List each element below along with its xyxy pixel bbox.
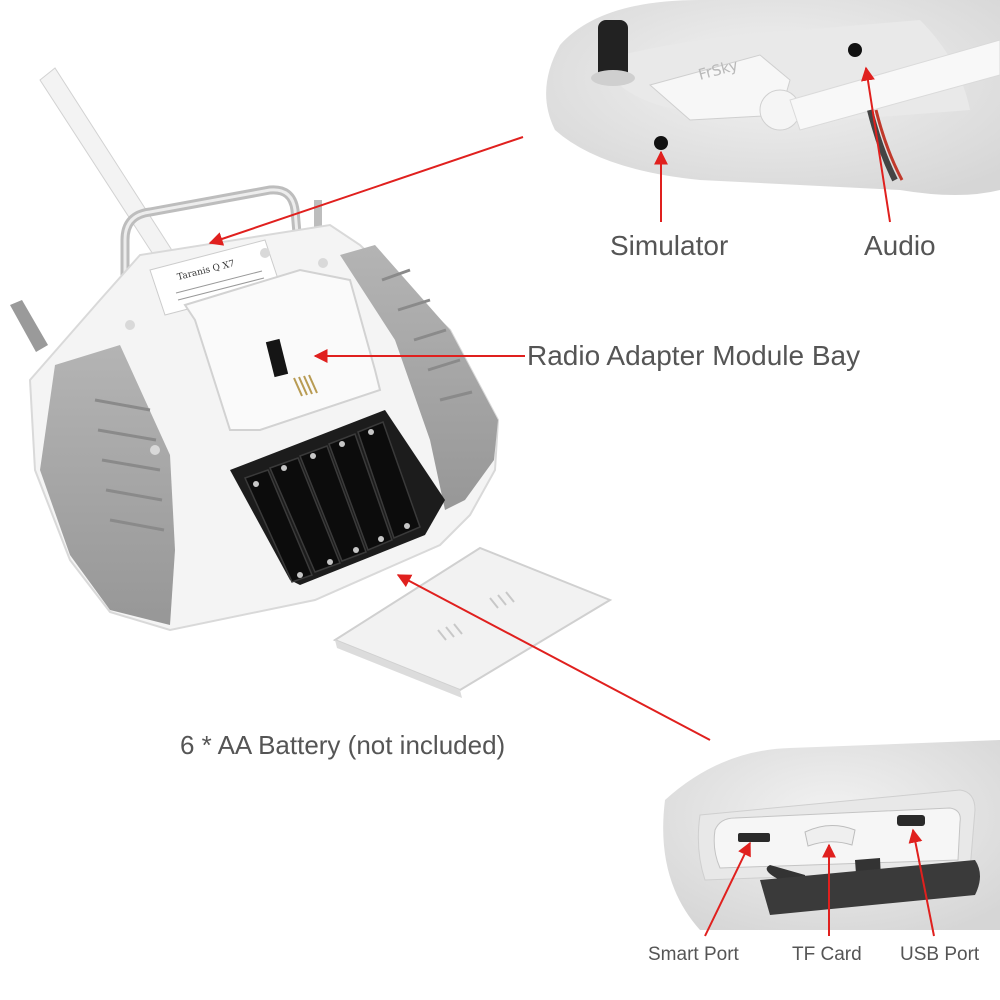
label-smart-port: Smart Port — [648, 944, 739, 965]
inset-top-closeup: FrSky — [546, 0, 1000, 195]
transmitter-body: Taranis Q X7 — [10, 67, 500, 632]
label-module-bay: Radio Adapter Module Bay — [527, 340, 861, 371]
label-audio: Audio — [864, 230, 936, 261]
arrow-sticker — [208, 136, 524, 246]
label-usb-port: USB Port — [900, 944, 980, 965]
inset-bottom-closeup — [663, 740, 1000, 930]
arrow-usb-port — [908, 828, 935, 937]
arrow-battery — [396, 574, 711, 741]
arrow-audio — [861, 66, 891, 223]
label-simulator: Simulator — [610, 230, 729, 261]
label-tf-card: TF Card — [792, 944, 862, 965]
label-battery: 6 * AA Battery (not included) — [180, 730, 506, 760]
battery-cover — [332, 546, 613, 698]
arrow-smart-port — [704, 841, 751, 937]
callout-arrows — [208, 66, 935, 937]
